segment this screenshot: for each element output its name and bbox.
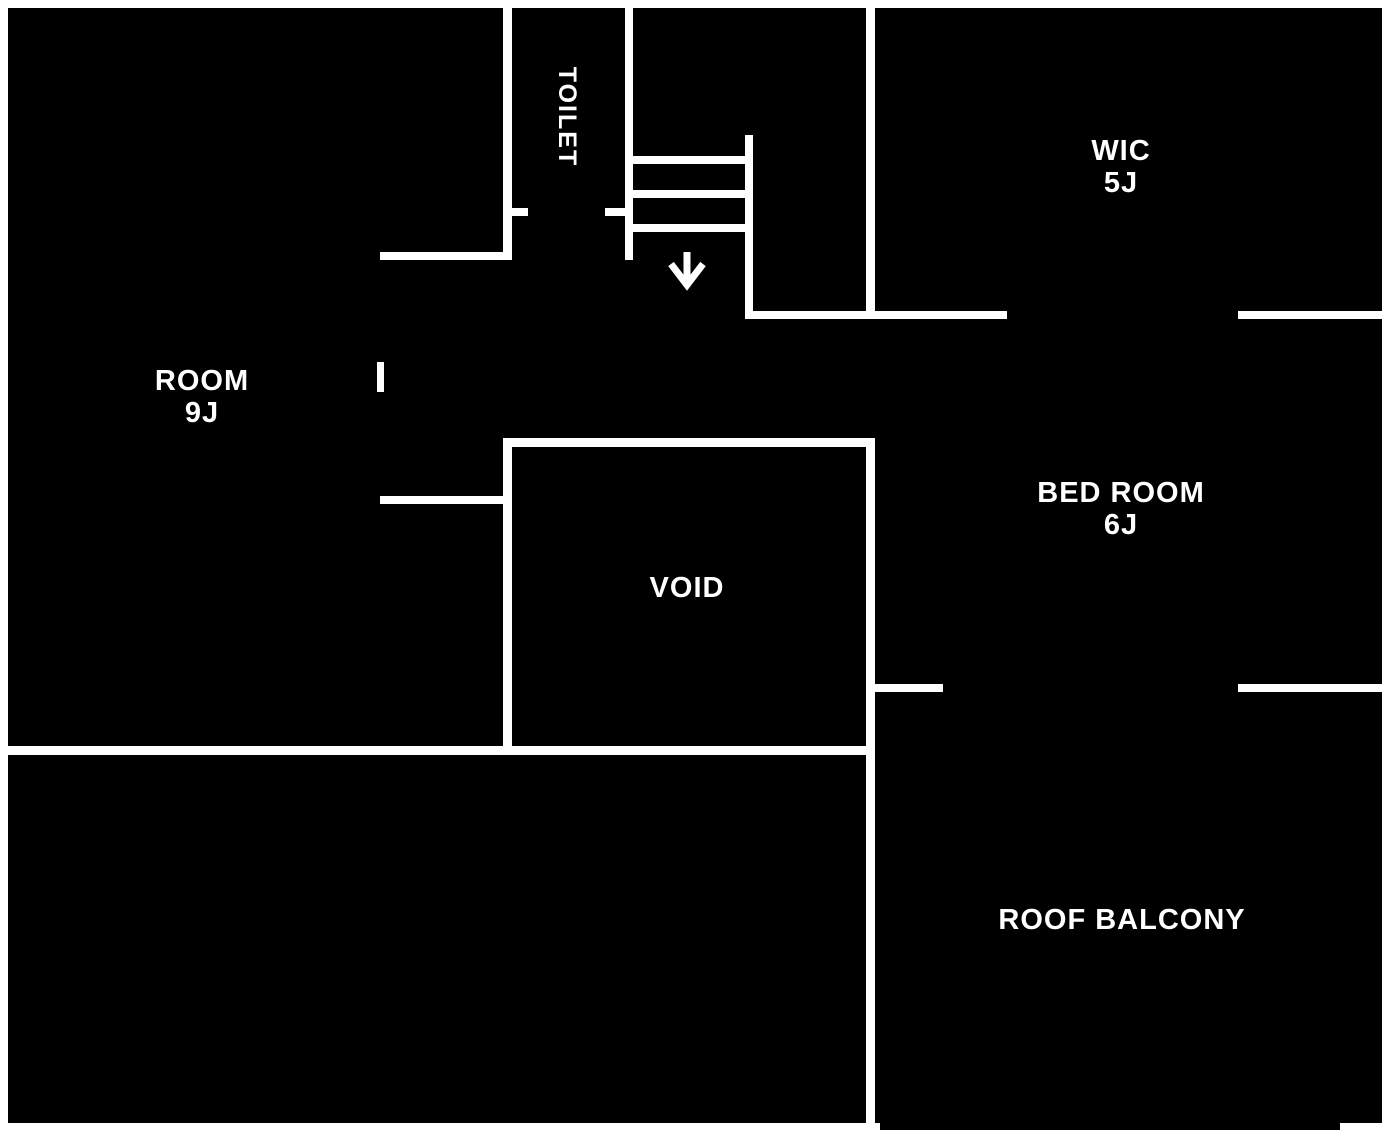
toilet-right-wall xyxy=(625,0,633,260)
bedroom-wall-stub xyxy=(875,684,943,692)
bottom-border-left xyxy=(0,1123,880,1132)
understair-wall xyxy=(745,311,1007,319)
room-label-bed-room-6j: BED ROOM 6J xyxy=(1037,477,1205,541)
room-name: ROOF BALCONY xyxy=(998,904,1246,936)
room-label-void: VOID xyxy=(650,572,725,604)
room-name: WIC xyxy=(1091,135,1151,167)
room-label-toilet: TOILET xyxy=(551,67,583,167)
bottom-border-right xyxy=(1340,1123,1382,1132)
room-jog-wall-upper xyxy=(380,252,511,260)
room-name: VOID xyxy=(649,572,725,604)
room-number: 6J xyxy=(1103,509,1139,541)
toilet-right-jamb xyxy=(605,208,625,216)
room-jog-wall-lower xyxy=(380,496,511,504)
room-name: ROOM xyxy=(154,365,250,397)
left-border xyxy=(0,0,8,1132)
room-number: 9J xyxy=(184,397,220,429)
wic-bottom-wall-right xyxy=(1238,311,1382,319)
toilet-left-jamb xyxy=(512,208,528,216)
room-label-wic-5j: WIC 5J xyxy=(1091,135,1150,199)
room-label-room-9j: ROOM 9J xyxy=(155,365,249,429)
stair-tread-1 xyxy=(633,156,745,164)
stair-tread-2 xyxy=(633,190,745,198)
room-name: TOILET xyxy=(553,66,581,168)
top-border xyxy=(0,0,1382,8)
room-divider-wall xyxy=(0,746,875,755)
void-left-wall xyxy=(503,438,512,755)
toilet-left-wall xyxy=(503,0,512,260)
room-door-tick xyxy=(377,362,384,392)
spine-wall-lower xyxy=(866,438,875,1132)
stair-rail-wall xyxy=(745,135,753,319)
void-top-wall xyxy=(503,438,875,447)
stair-tread-3 xyxy=(633,224,745,232)
spine-wall-upper xyxy=(866,0,875,319)
balcony-bottom-thin xyxy=(875,1130,1340,1132)
room-name: BED ROOM xyxy=(1037,477,1205,509)
bedroom-wall-right xyxy=(1238,684,1382,692)
room-label-roof-balcony: ROOF BALCONY xyxy=(998,904,1245,936)
stairs-down-arrow-icon xyxy=(668,252,706,291)
room-number: 5J xyxy=(1103,167,1139,199)
